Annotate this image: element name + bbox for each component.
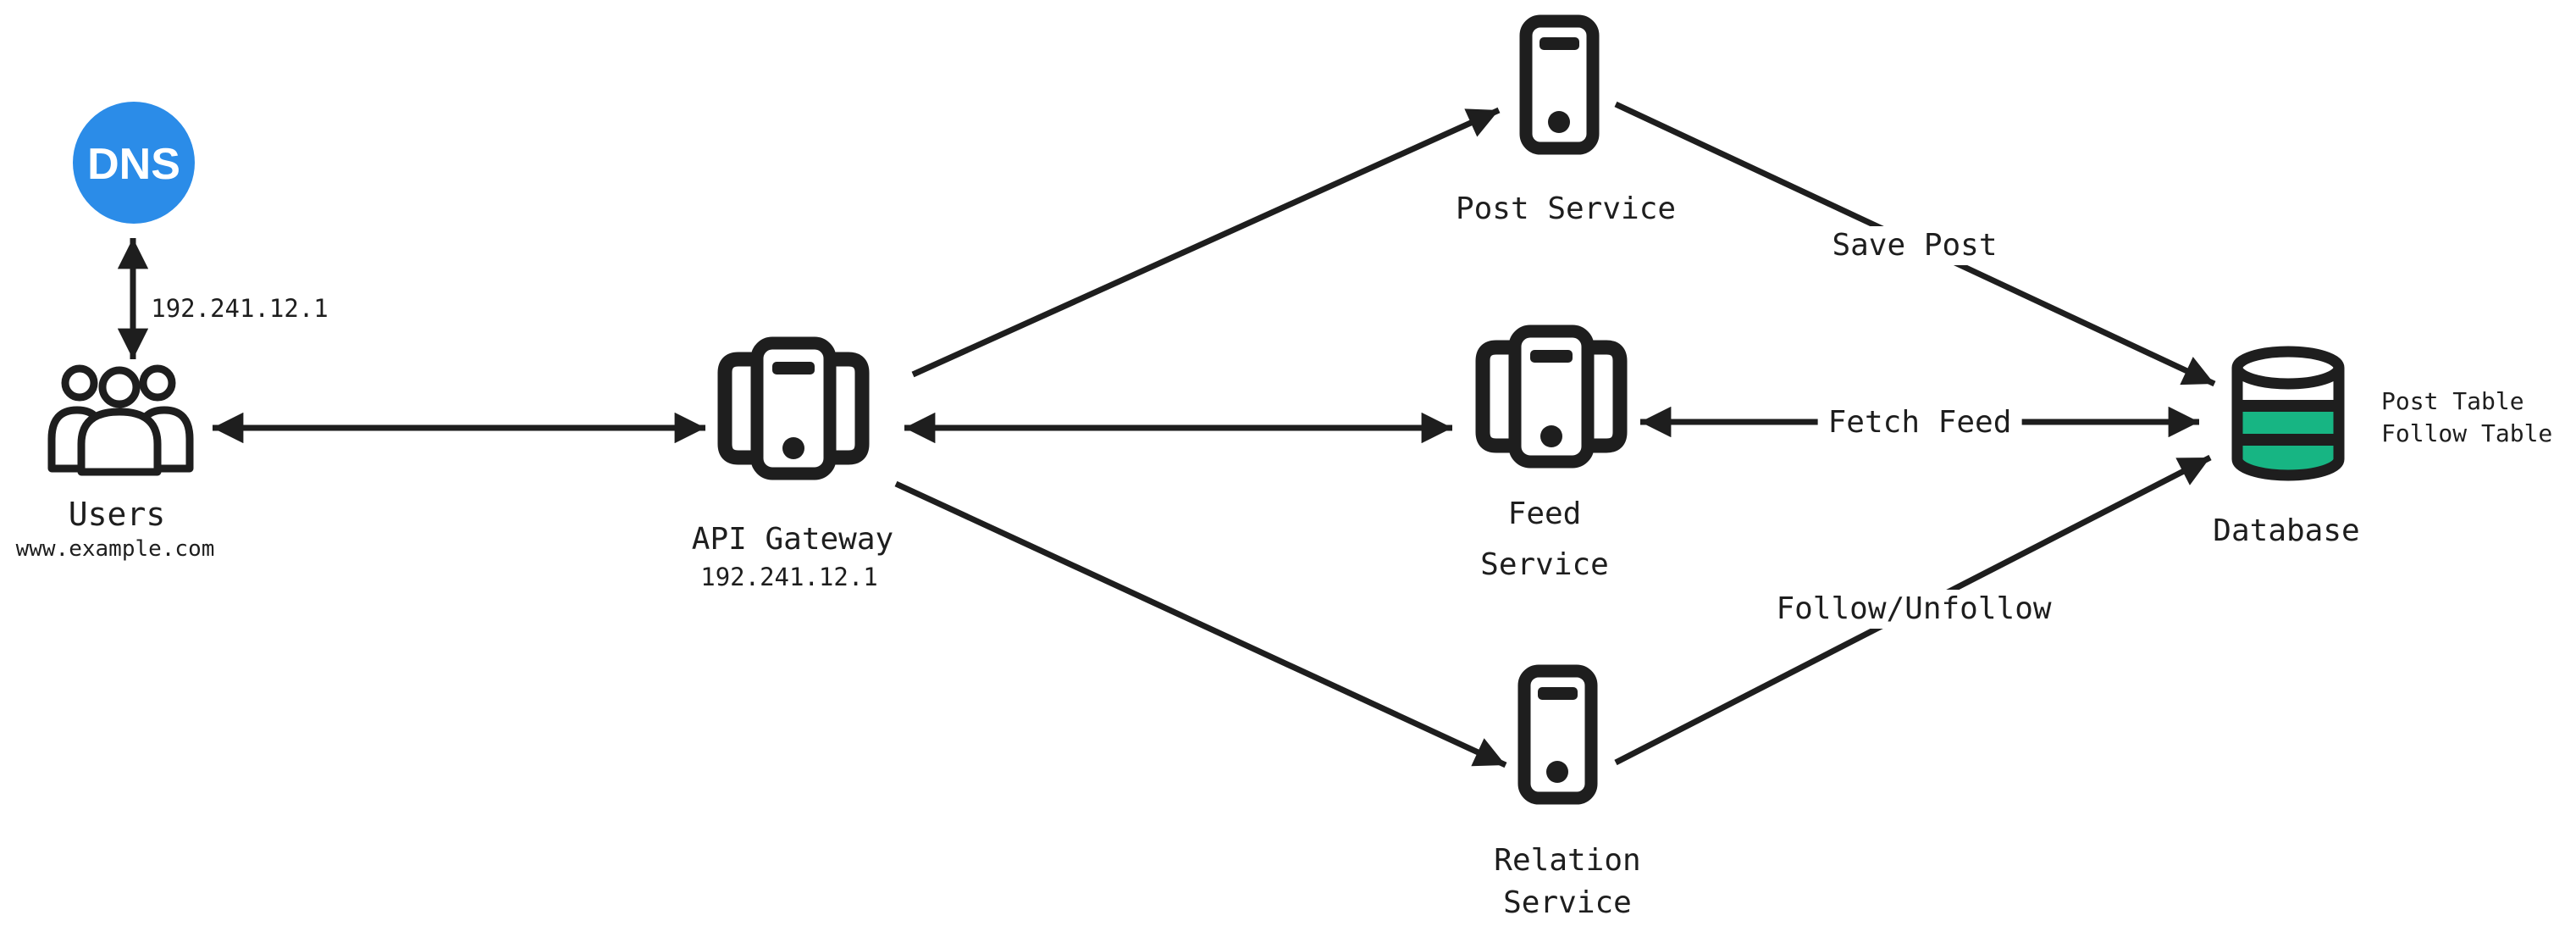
api-gateway-label: API Gateway [691, 522, 894, 557]
edge-api-gateway-relation-service [894, 480, 1507, 768]
fetch-feed-edge-label: Fetch Feed [1817, 403, 2022, 442]
dns-ip-label: 192.241.12.1 [151, 294, 329, 323]
users-url-label: www.example.com [15, 536, 215, 562]
api-gateway-ip-label: 192.241.12.1 [700, 563, 878, 591]
database-label: Database [2213, 513, 2360, 548]
feed-service-label: Feed Service [1480, 496, 1609, 582]
dns-icon: DNS [73, 102, 195, 224]
users-icon [47, 364, 194, 476]
post-service-label: Post Service [1455, 191, 1677, 226]
relation-service-icon [1517, 664, 1598, 805]
feed-service-icon [1475, 325, 1628, 469]
edge-api-gateway-post-service [911, 107, 1501, 378]
database-icon [2231, 346, 2345, 481]
api-gateway-icon [717, 336, 870, 480]
relation-service-label: Relation Service [1494, 843, 1641, 920]
follow-unfollow-edge-label: Follow/Unfollow [1766, 590, 2062, 629]
users-label: Users [68, 496, 166, 533]
save-post-edge-label: Save Post [1821, 226, 2008, 265]
dns-label: DNS [87, 140, 180, 189]
database-tables-label: Post Table Follow Table [2381, 387, 2553, 447]
post-service-icon [1519, 14, 1600, 155]
dns-circle [73, 102, 195, 224]
